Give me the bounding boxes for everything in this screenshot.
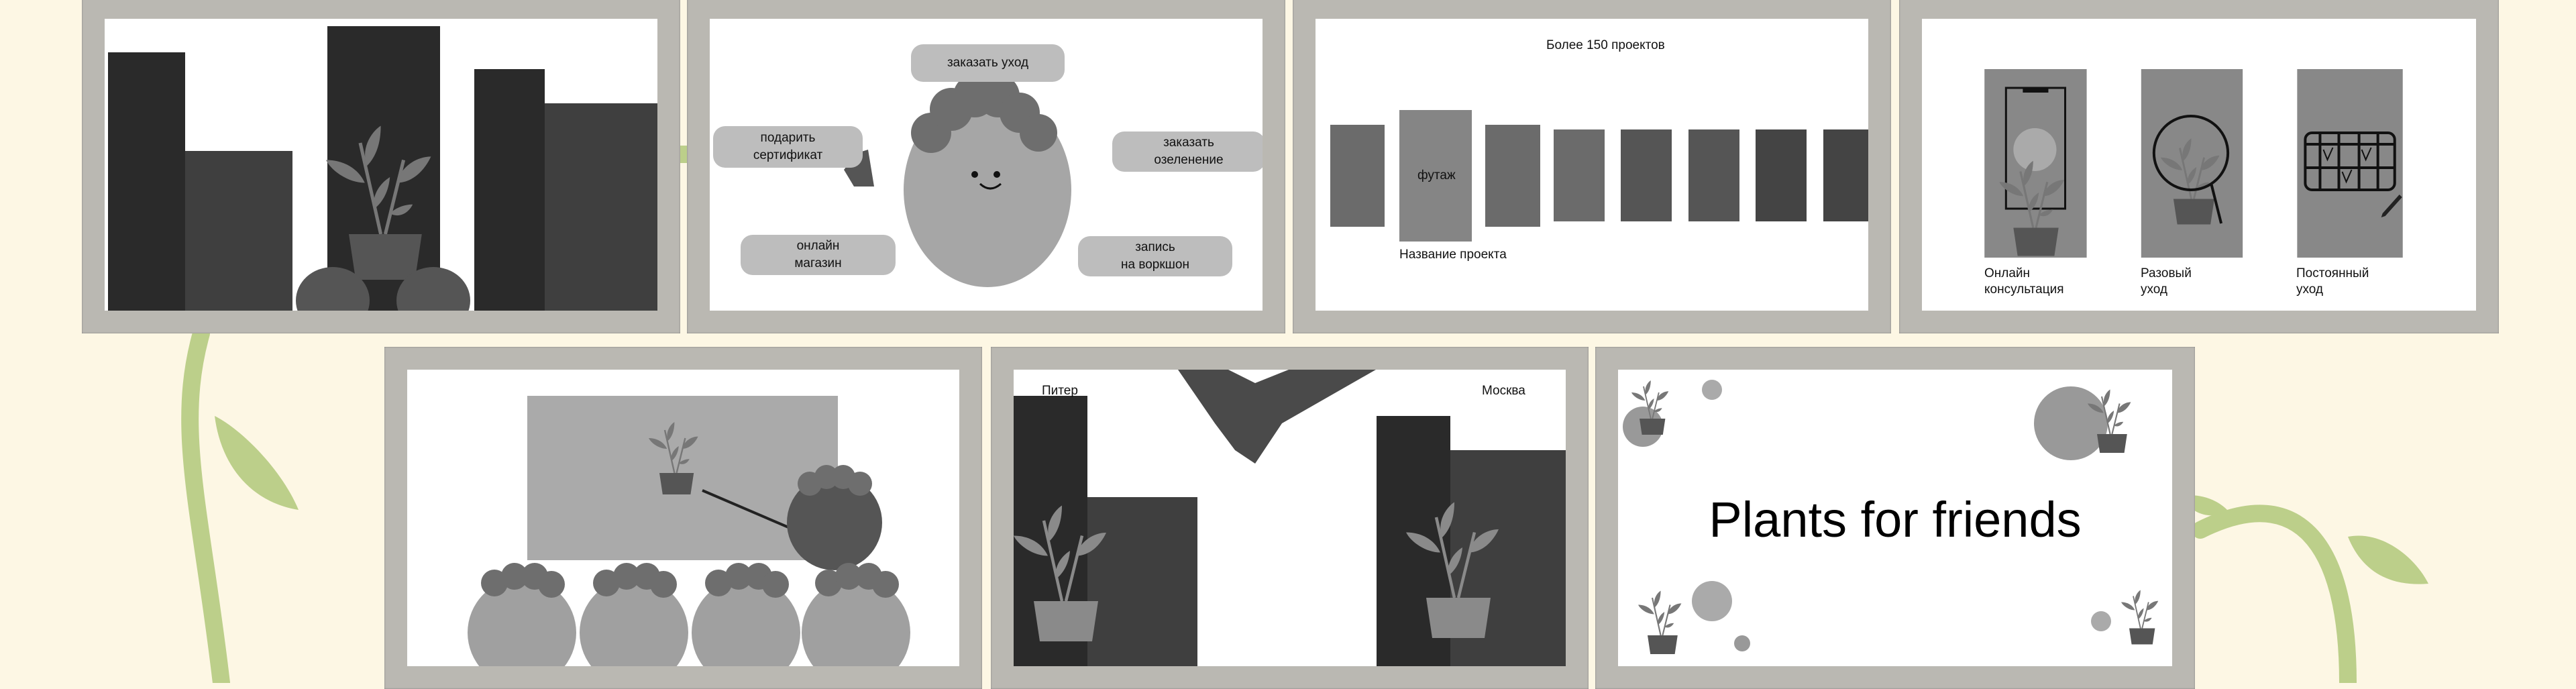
order-care-button[interactable]: заказать уход [911, 44, 1065, 82]
slide-frame-cities[interactable]: Питер Москва [991, 347, 1589, 689]
project-card [1756, 129, 1807, 221]
building [185, 151, 292, 311]
pencil-icon [2381, 195, 2402, 217]
slide-canvas [105, 19, 657, 311]
slide-canvas: Онлайн консультация Разовый уход Постоян… [1922, 19, 2476, 311]
care-card [2297, 69, 2403, 258]
handshake-icon [1178, 370, 1376, 464]
care-label-online: Онлайн консультация [1984, 266, 2064, 297]
calendar-icon [2304, 131, 2396, 191]
slide-canvas: Питер Москва [1014, 370, 1566, 666]
slide-frame-city-plant[interactable] [82, 0, 680, 333]
project-card [1330, 125, 1385, 227]
city-plant-illustration [108, 26, 657, 311]
projects-carousel [1330, 110, 1868, 242]
project-card-active [1399, 110, 1472, 242]
pointer [702, 489, 797, 532]
care-label-one-time: Разовый уход [2141, 266, 2192, 297]
slide-frame-services[interactable]: заказать уход подарить сертификат заказа… [687, 0, 1285, 333]
title-decoration [1623, 380, 2159, 655]
slide-canvas: Plants for friends [1618, 370, 2172, 666]
slide-canvas: заказать уход подарить сертификат заказа… [710, 19, 1263, 311]
slide-frame-title[interactable]: Plants for friends [1595, 347, 2195, 689]
gift-certificate-button[interactable]: подарить сертификат [713, 126, 863, 168]
order-greening-button[interactable]: заказать озеленение [1112, 131, 1263, 172]
project-name-link[interactable]: Название проекта [1399, 248, 1507, 262]
project-card [1621, 129, 1672, 221]
online-shop-button[interactable]: онлайн магазин [741, 235, 896, 275]
slide-frame-workshop[interactable] [384, 347, 982, 689]
magnifier-icon [2152, 115, 2230, 224]
project-card [1688, 129, 1739, 221]
character-illustration [844, 74, 1071, 287]
workshop-illustration [468, 396, 910, 666]
audience [468, 578, 910, 666]
city-label-spb: Питер [1042, 384, 1078, 398]
slide-frame-projects[interactable]: Более 150 проектов футаж Название проект… [1293, 0, 1891, 333]
project-card [1554, 129, 1605, 221]
slide-canvas: Более 150 проектов футаж Название проект… [1316, 19, 1868, 311]
character-hair [911, 74, 1057, 153]
workshop-button[interactable]: запись на воркшон [1078, 236, 1232, 276]
slide-canvas [407, 370, 959, 666]
project-card [1823, 129, 1868, 221]
projects-title: Более 150 проектов [1546, 38, 1665, 52]
hands [296, 267, 470, 311]
order-care-label: заказать уход [947, 56, 1029, 70]
care-label-permanent: Постоянный уход [2296, 266, 2369, 297]
gift-certificate-label: подарить сертификат [753, 131, 823, 162]
hand-icon [844, 150, 874, 187]
care-types-illustration [1984, 69, 2403, 258]
order-greening-label: заказать озеленение [1154, 136, 1224, 167]
building [474, 69, 545, 311]
cities-illustration [1014, 370, 1566, 666]
presentation-title: Plants for friends [1709, 492, 2082, 547]
teacher-head [787, 475, 882, 570]
building [545, 103, 657, 311]
project-card [1485, 125, 1540, 227]
workshop-label: запись на воркшон [1121, 240, 1189, 272]
building [108, 52, 185, 311]
city-label-moscow: Москва [1482, 384, 1525, 398]
slide-frame-care-types[interactable]: Онлайн консультация Разовый уход Постоян… [1899, 0, 2499, 333]
online-shop-label: онлайн магазин [794, 239, 842, 270]
footage-label: футаж [1417, 168, 1456, 182]
